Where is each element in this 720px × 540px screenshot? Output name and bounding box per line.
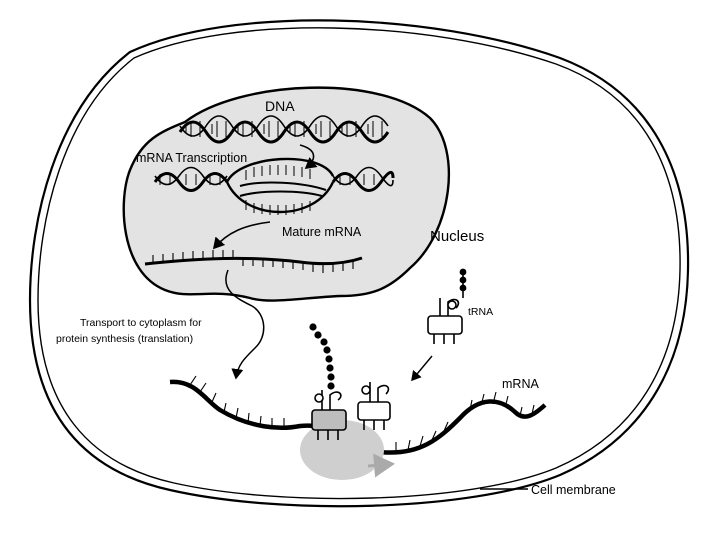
polypeptide-chain xyxy=(309,323,335,390)
nucleus xyxy=(122,86,450,302)
trna-arrow xyxy=(411,355,433,382)
label-cell-membrane: Cell membrane xyxy=(531,483,616,497)
label-nucleus: Nucleus xyxy=(430,228,484,245)
label-transcription: mRNA Transcription xyxy=(136,151,247,165)
label-dna: DNA xyxy=(265,98,295,114)
mature-mrna-arrow xyxy=(212,221,271,250)
label-mrna: mRNA xyxy=(502,377,539,391)
trna-free xyxy=(427,272,464,344)
transport-arrow xyxy=(225,269,265,380)
label-transport-line1: Transport to cytoplasm for xyxy=(80,317,202,329)
trna-free-aminoacids xyxy=(459,268,467,292)
label-mature-mrna: Mature mRNA xyxy=(282,225,362,239)
label-transport-line2: protein synthesis (translation) xyxy=(56,333,193,345)
trna-bound-right xyxy=(357,382,391,430)
transcription-arrow xyxy=(299,144,318,170)
label-trna: tRNA xyxy=(468,306,493,318)
dna-helix xyxy=(178,115,390,144)
transcription-bubble xyxy=(153,157,395,215)
mature-mrna-strand xyxy=(144,250,363,273)
ribosome xyxy=(300,420,395,480)
trna-bound-left xyxy=(311,390,347,440)
cell-membrane xyxy=(28,19,690,508)
